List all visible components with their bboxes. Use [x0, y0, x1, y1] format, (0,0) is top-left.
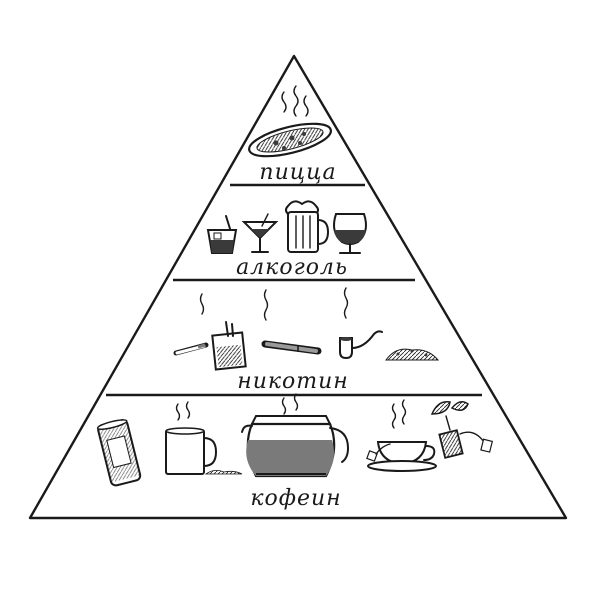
coffee-pot-icon — [241, 393, 349, 478]
steam-icon — [281, 85, 309, 117]
cigarette-icon — [173, 293, 209, 356]
pizza-icon — [248, 122, 332, 158]
pyramid-outline — [28, 54, 568, 520]
tobacco-pipe-icon — [339, 287, 383, 360]
brandy-snifter-icon — [333, 213, 367, 254]
tier-nicotine: никотин — [173, 287, 440, 394]
cigar-icon — [261, 289, 322, 355]
cigarette-pack-icon — [211, 321, 247, 371]
tier-label-alcohol: алкоголь — [236, 255, 348, 280]
tier-label-nicotine: никотин — [237, 369, 349, 394]
tier-label-caffeine: кофеин — [250, 486, 341, 511]
loose-tobacco-icon — [385, 348, 440, 361]
tumbler-glass-icon — [206, 215, 238, 254]
tea-cup-icon — [366, 399, 437, 472]
tea-bag-icon — [430, 401, 494, 459]
soda-can-icon — [96, 419, 142, 487]
beer-mug-icon — [285, 200, 329, 253]
tier-caffeine: кофеин — [96, 393, 494, 511]
coffee-mug-icon — [165, 401, 243, 475]
tier-label-pizza: пицца — [259, 160, 336, 185]
martini-glass-icon — [241, 213, 279, 253]
tier-alcohol: алкоголь — [206, 200, 367, 280]
tier-pizza: пицца — [248, 85, 336, 185]
